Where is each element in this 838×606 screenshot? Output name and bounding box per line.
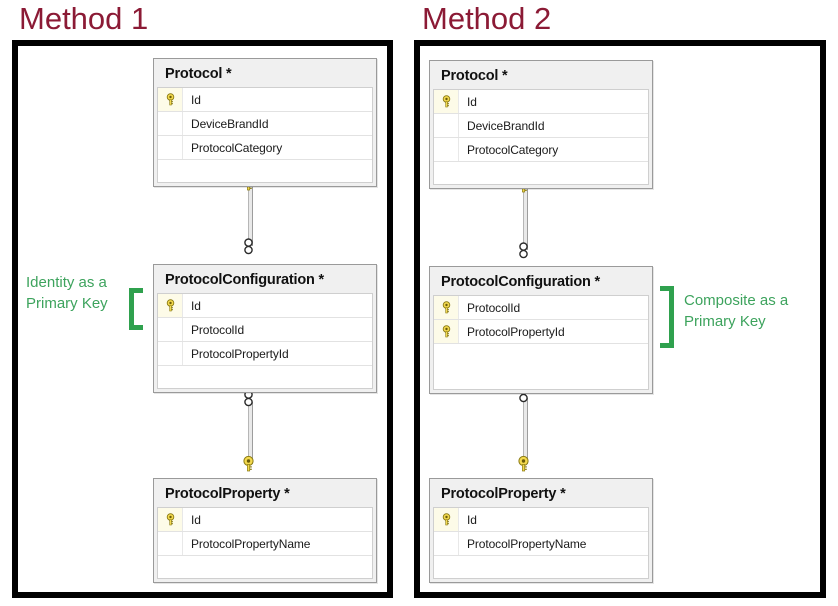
field-gutter: [434, 532, 459, 555]
entity-empty-row: [434, 162, 648, 185]
entity-empty-row: [158, 160, 372, 183]
entity-title: ProtocolConfiguration *: [433, 270, 649, 295]
field-label: DeviceBrandId: [467, 118, 545, 133]
key-icon: [518, 455, 529, 472]
field-label: Id: [191, 92, 201, 107]
entity-empty-row: [434, 556, 648, 579]
table-row[interactable]: ProtocolCategory: [434, 138, 648, 162]
field-label: Id: [191, 512, 201, 527]
field-label: ProtocolPropertyName: [191, 536, 311, 551]
entity-title: ProtocolProperty *: [433, 482, 649, 507]
annotation-composite-primary-key: Composite as a Primary Key: [684, 290, 788, 332]
many-icon: [519, 242, 528, 259]
entity-empty-row: [434, 344, 648, 390]
field-label: DeviceBrandId: [191, 116, 269, 131]
table-row[interactable]: DeviceBrandId: [158, 112, 372, 136]
table-row[interactable]: ProtocolPropertyId: [434, 320, 648, 344]
relationship-line-protocol-to-configuration-m2: [523, 188, 528, 250]
entity-field-list: Id ProtocolPropertyName: [157, 507, 373, 579]
field-label: ProtocolId: [467, 300, 521, 315]
entity-protocol-m2[interactable]: Protocol * Id DeviceBrandId ProtocolCate…: [429, 60, 653, 189]
field-label: ProtocolId: [191, 322, 245, 337]
table-row[interactable]: Id: [158, 294, 372, 318]
key-icon: [158, 88, 183, 111]
key-icon: [434, 320, 459, 343]
field-gutter: [158, 342, 183, 365]
many-icon: [244, 238, 253, 255]
entity-field-list: Id ProtocolId ProtocolPropertyId: [157, 293, 373, 389]
entity-empty-row: [158, 366, 372, 389]
table-row[interactable]: Id: [434, 90, 648, 114]
table-row[interactable]: ProtocolCategory: [158, 136, 372, 160]
table-row[interactable]: ProtocolPropertyName: [434, 532, 648, 556]
page-title-method-2: Method 2: [422, 1, 552, 36]
key-icon: [434, 90, 459, 113]
entity-protocol-m1[interactable]: Protocol * Id DeviceBrandId ProtocolCate…: [153, 58, 377, 187]
entity-title: ProtocolProperty *: [157, 482, 373, 507]
field-gutter: [158, 318, 183, 341]
field-gutter: [158, 136, 183, 159]
entity-protocolconfiguration-m1[interactable]: ProtocolConfiguration * Id ProtocolId Pr…: [153, 264, 377, 393]
field-label: Id: [191, 298, 201, 313]
table-row[interactable]: Id: [158, 88, 372, 112]
annotation-bracket-left: [129, 288, 143, 330]
key-icon: [243, 455, 254, 472]
table-row[interactable]: Id: [434, 508, 648, 532]
entity-protocolproperty-m1[interactable]: ProtocolProperty * Id ProtocolPropertyNa…: [153, 478, 377, 583]
field-label: ProtocolPropertyName: [467, 536, 587, 551]
field-gutter: [158, 532, 183, 555]
table-row[interactable]: ProtocolId: [158, 318, 372, 342]
field-label: Id: [467, 94, 477, 109]
table-row[interactable]: ProtocolPropertyName: [158, 532, 372, 556]
entity-title: Protocol *: [157, 62, 373, 87]
key-icon: [434, 296, 459, 319]
field-gutter: [158, 112, 183, 135]
field-label: Id: [467, 512, 477, 527]
annotation-line-2: Primary Key: [26, 295, 108, 312]
field-label: ProtocolPropertyId: [191, 346, 289, 361]
annotation-line-2: Primary Key: [684, 313, 766, 330]
table-row[interactable]: DeviceBrandId: [434, 114, 648, 138]
entity-title: ProtocolConfiguration *: [157, 268, 373, 293]
field-label: ProtocolPropertyId: [467, 324, 565, 339]
relationship-line-configuration-to-property-m2: [523, 398, 528, 464]
entity-protocolproperty-m2[interactable]: ProtocolProperty * Id ProtocolPropertyNa…: [429, 478, 653, 583]
entity-field-list: ProtocolId ProtocolPropertyId: [433, 295, 649, 390]
annotation-line-1: Composite as a: [684, 292, 789, 309]
entity-field-list: Id ProtocolPropertyName: [433, 507, 649, 579]
key-icon: [434, 508, 459, 531]
table-row[interactable]: ProtocolPropertyId: [158, 342, 372, 366]
relationship-line-configuration-to-property-m1: [248, 402, 253, 464]
entity-protocolconfiguration-m2[interactable]: ProtocolConfiguration * ProtocolId: [429, 266, 653, 394]
annotation-identity-primary-key: Identity as a Primary Key: [26, 272, 108, 314]
entity-empty-row: [158, 556, 372, 579]
table-row[interactable]: ProtocolId: [434, 296, 648, 320]
field-label: ProtocolCategory: [191, 140, 283, 155]
entity-title: Protocol *: [433, 64, 649, 89]
entity-field-list: Id DeviceBrandId ProtocolCategory: [433, 89, 649, 185]
table-row[interactable]: Id: [158, 508, 372, 532]
field-label: ProtocolCategory: [467, 142, 559, 157]
field-gutter: [434, 138, 459, 161]
field-gutter: [434, 114, 459, 137]
relationship-line-protocol-to-configuration-m1: [248, 186, 253, 246]
page-title-method-1: Method 1: [19, 1, 149, 36]
entity-field-list: Id DeviceBrandId ProtocolCategory: [157, 87, 373, 183]
key-icon: [158, 508, 183, 531]
annotation-bracket-right: [660, 286, 674, 348]
key-icon: [158, 294, 183, 317]
annotation-line-1: Identity as a: [26, 274, 107, 291]
